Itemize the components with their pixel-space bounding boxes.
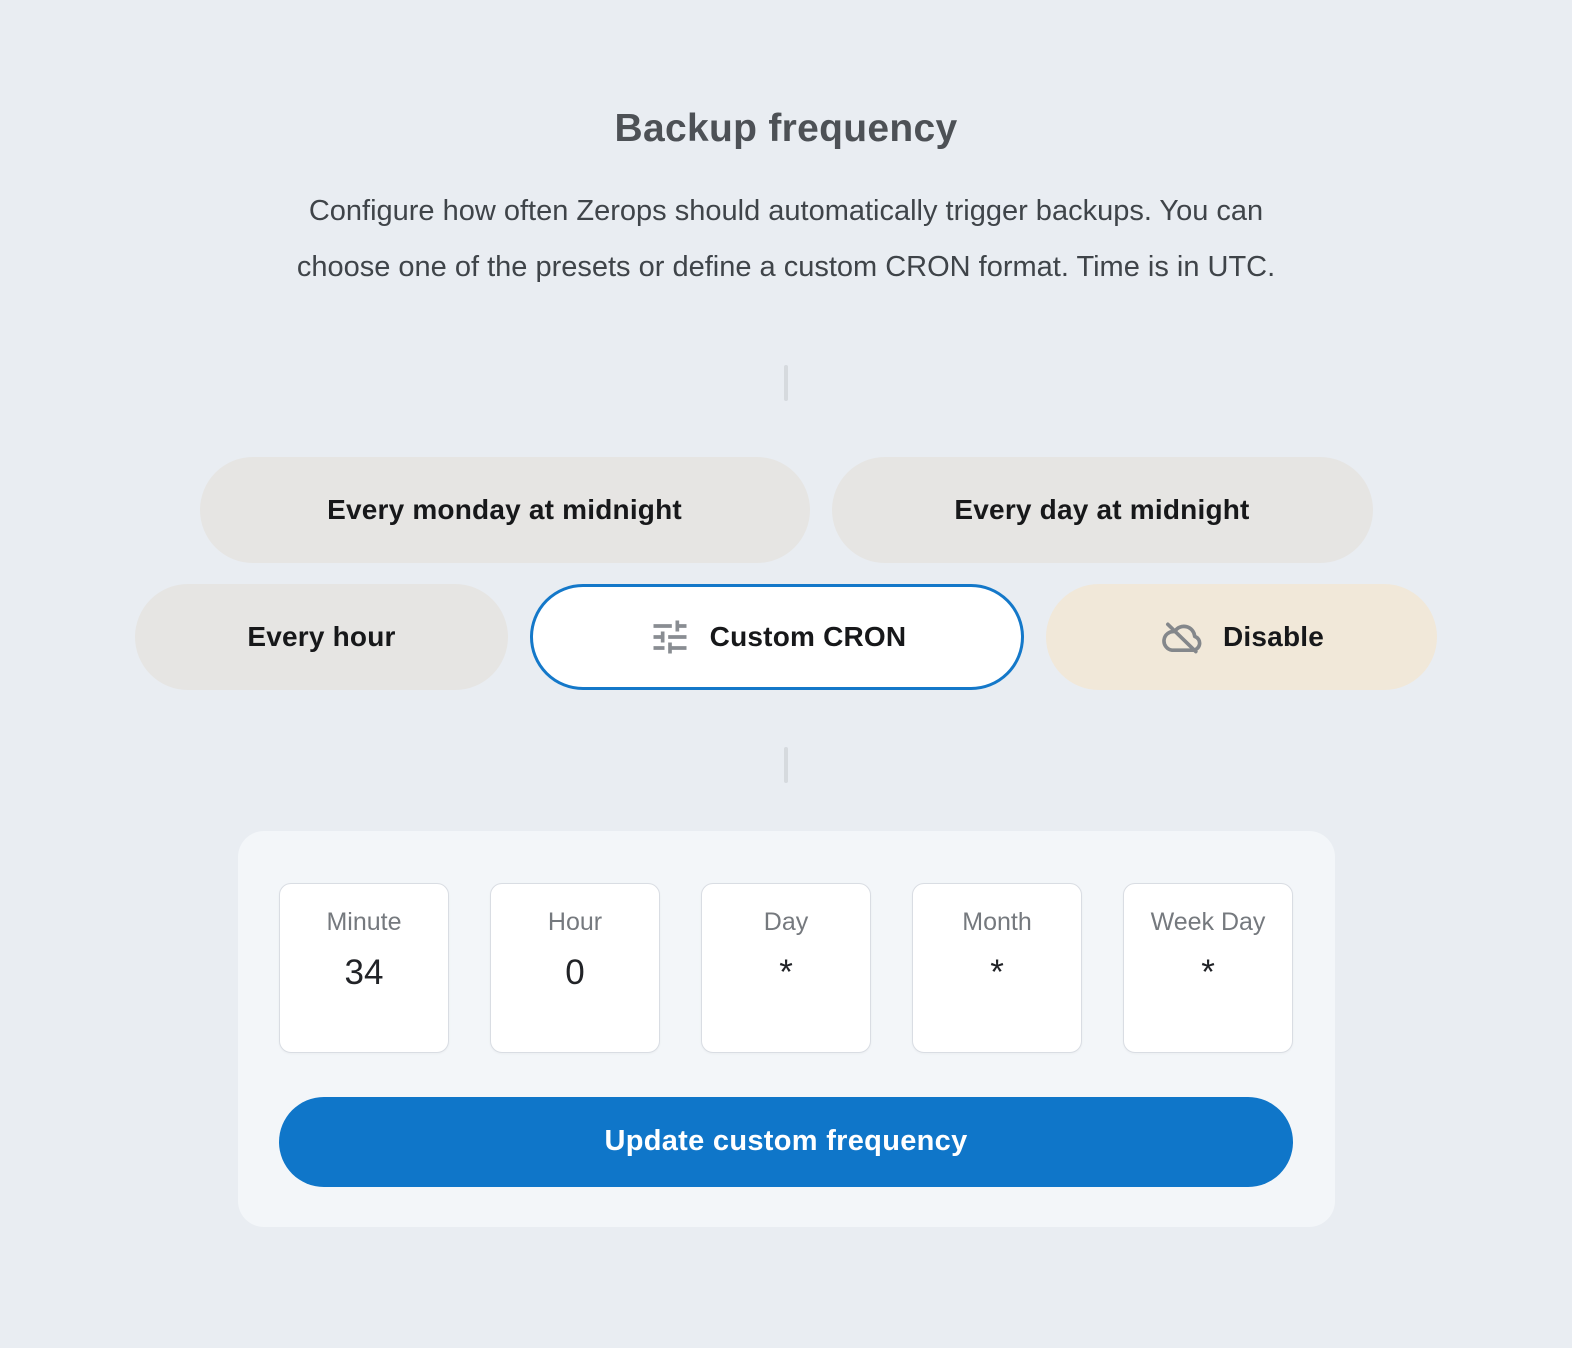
cron-field-day[interactable]: Day * [701, 882, 871, 1053]
cron-field-month[interactable]: Month * [912, 882, 1082, 1053]
cron-field-day-value[interactable]: * [779, 952, 793, 992]
preset-every-day-button[interactable]: Every day at midnight [831, 456, 1373, 563]
cloud-off-icon [1159, 614, 1205, 660]
cron-field-minute[interactable]: Minute 34 [279, 882, 449, 1053]
cron-field-hour-label: Hour [547, 907, 603, 936]
cron-field-month-value[interactable]: * [990, 952, 1004, 992]
cron-fields-row: Minute 34 Hour 0 Day * Month * Week Day … [279, 882, 1293, 1053]
cron-field-weekday-value[interactable]: * [1201, 952, 1215, 992]
description-line-2: choose one of the presets or define a cu… [296, 250, 1276, 283]
preset-every-day-label: Every day at midnight [954, 493, 1250, 525]
cron-field-weekday-label: Week Day [1150, 907, 1266, 936]
cron-field-weekday[interactable]: Week Day * [1123, 882, 1293, 1053]
section-divider-bottom [784, 746, 788, 783]
preset-every-monday-label: Every monday at midnight [327, 493, 682, 525]
preset-custom-cron-label: Custom CRON [709, 620, 907, 652]
cron-field-hour-value[interactable]: 0 [565, 952, 585, 992]
description-line-1: Configure how often Zerops should automa… [308, 194, 1264, 227]
custom-cron-panel: Minute 34 Hour 0 Day * Month * Week Day … [237, 830, 1335, 1227]
page-title: Backup frequency [614, 107, 958, 150]
cron-field-hour[interactable]: Hour 0 [490, 882, 660, 1053]
section-divider-top [784, 364, 788, 401]
preset-disable-label: Disable [1223, 620, 1324, 652]
preset-disable-button[interactable]: Disable [1046, 583, 1437, 690]
page-description: Configure how often Zerops should automa… [297, 183, 1275, 295]
preset-every-monday-button[interactable]: Every monday at midnight [199, 456, 810, 563]
cron-field-month-label: Month [962, 907, 1032, 936]
preset-every-hour-label: Every hour [247, 620, 396, 652]
cron-field-minute-label: Minute [326, 907, 402, 936]
cron-field-minute-value[interactable]: 34 [344, 952, 384, 992]
preset-custom-cron-button[interactable]: Custom CRON [530, 583, 1024, 690]
preset-row-1: Every monday at midnight Every day at mi… [199, 456, 1373, 563]
cron-field-day-label: Day [763, 907, 809, 936]
tune-sliders-icon [648, 615, 692, 659]
preset-every-hour-button[interactable]: Every hour [135, 583, 508, 690]
update-custom-frequency-button[interactable]: Update custom frequency [279, 1096, 1293, 1187]
preset-row-2: Every hour Custom CRON Disable [135, 583, 1437, 690]
